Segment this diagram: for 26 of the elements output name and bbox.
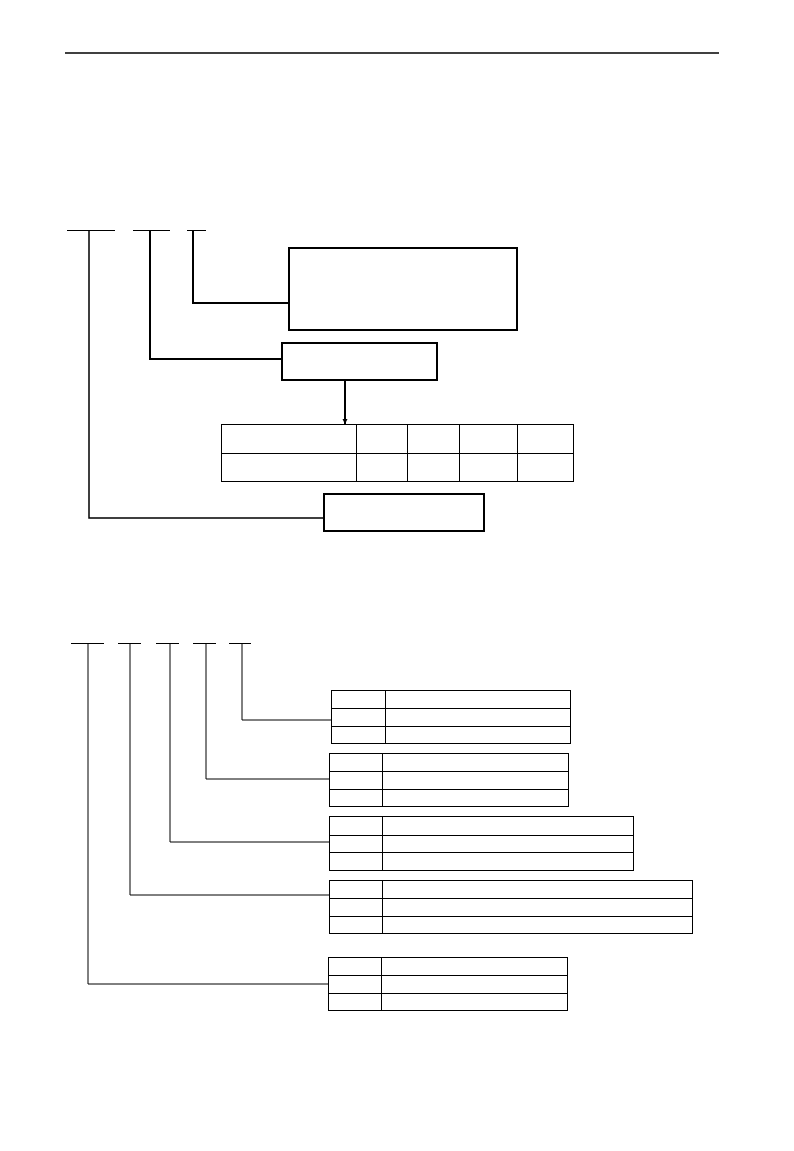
connector-line — [149, 229, 282, 360]
fill-in-line — [71, 643, 104, 644]
text-box — [323, 493, 485, 532]
fill-in-line — [118, 643, 141, 644]
connector-line — [169, 642, 330, 843]
fill-in-line — [193, 643, 216, 644]
blank-table — [329, 880, 693, 934]
blank-table — [329, 816, 634, 871]
blank-table — [331, 690, 571, 744]
blank-table — [329, 753, 569, 807]
text-box — [288, 247, 518, 331]
fill-in-line — [187, 230, 206, 231]
fill-in-line — [67, 230, 115, 231]
connector-line — [192, 229, 289, 304]
blank-table — [328, 957, 568, 1011]
fill-in-line — [133, 230, 170, 231]
connector-line — [205, 642, 330, 780]
connector-line — [87, 642, 329, 985]
arrow — [342, 380, 348, 425]
connector-line — [129, 642, 330, 896]
connector-line — [88, 229, 324, 519]
fill-in-line — [156, 643, 179, 644]
connector-line — [241, 642, 332, 721]
text-box — [281, 342, 438, 381]
fill-in-line — [229, 643, 251, 644]
blank-table — [221, 424, 574, 482]
